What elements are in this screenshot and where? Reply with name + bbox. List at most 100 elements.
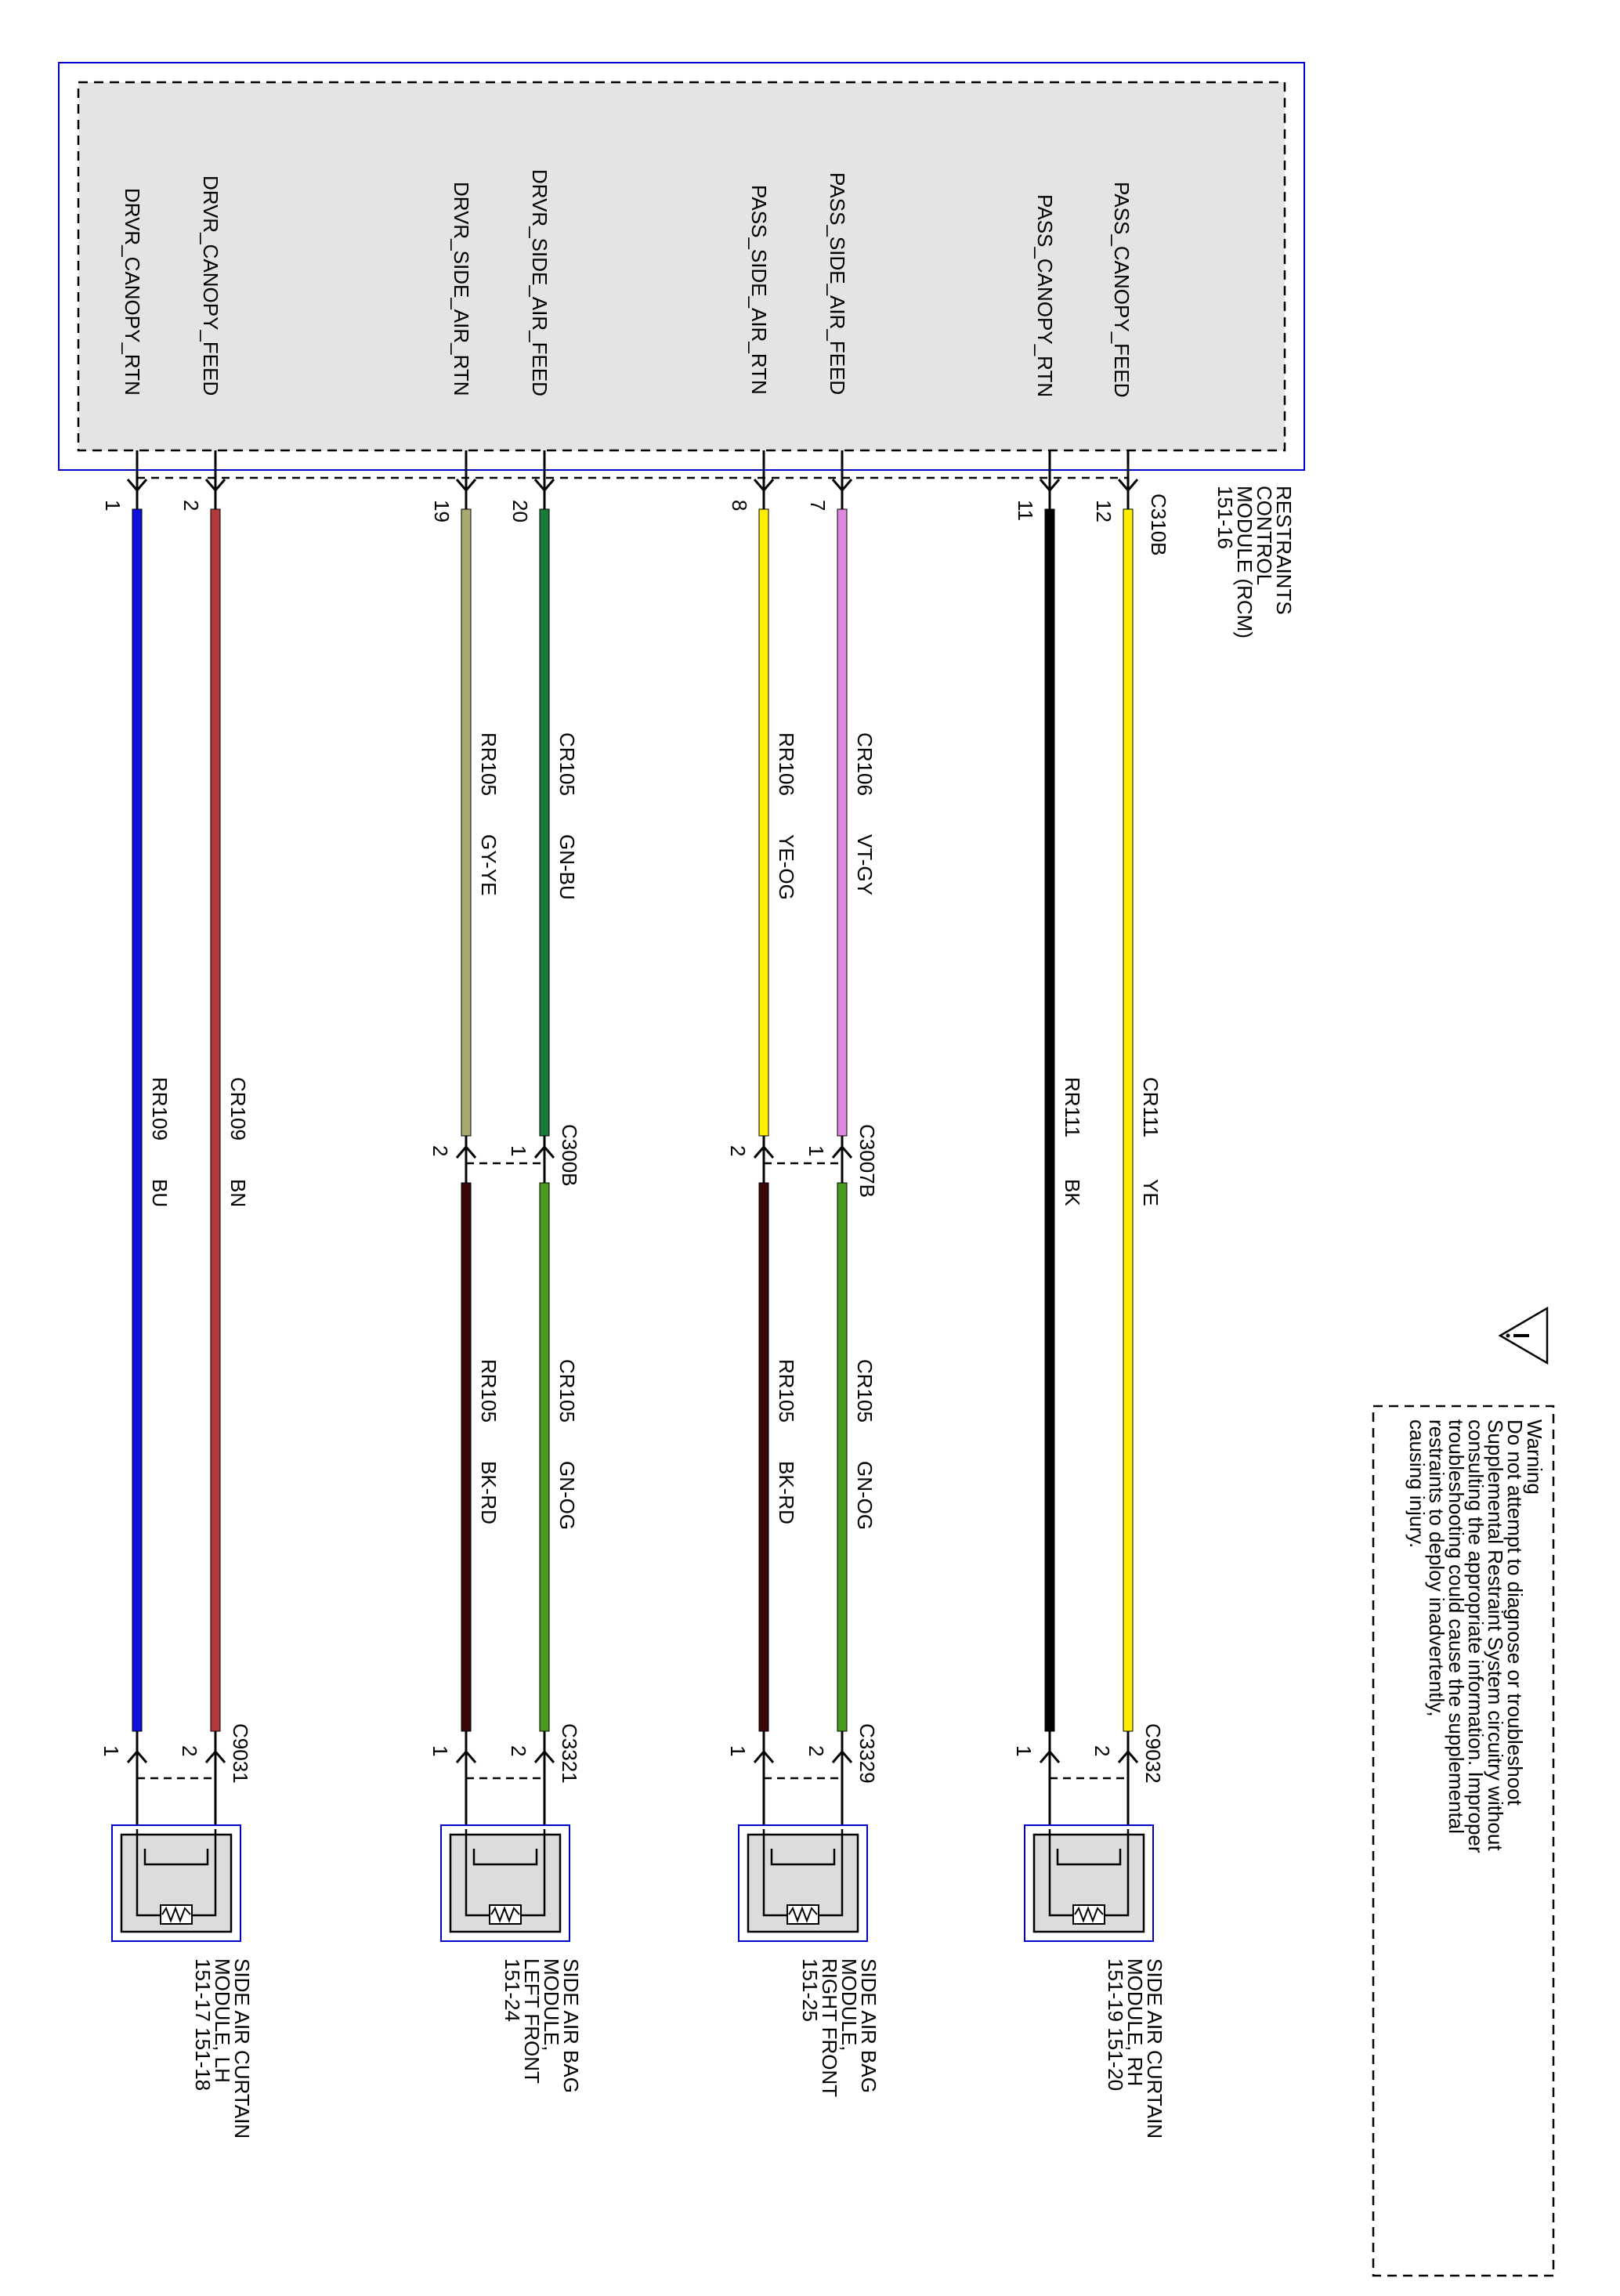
component-connector-name: C9032 bbox=[1141, 1723, 1165, 1784]
warning-line-4: troubleshooting could cause the suppleme… bbox=[1445, 1419, 1468, 1834]
pin-terminal bbox=[533, 450, 555, 509]
component-side-air-curtain-lh: C9031 1 2 SIDE AIR CURTAIN MODULE, LH 15… bbox=[99, 1723, 254, 2139]
component-label-line-3: LEFT FRONT bbox=[520, 1958, 544, 2084]
wire-label-circuit: RR105 bbox=[477, 1359, 501, 1423]
inline-terminal bbox=[753, 1136, 775, 1183]
signal-drvr-side-air-feed: DRVR_SIDE_AIR_FEED bbox=[528, 169, 551, 396]
pin-terminal bbox=[126, 450, 148, 509]
wire-cr105-gn-og bbox=[837, 1182, 848, 1732]
component-label-line-3: 151-17 151-18 bbox=[191, 1958, 215, 2091]
wire-label-circuit: RR105 bbox=[477, 732, 501, 796]
component-label-line-2: MODULE, bbox=[837, 1958, 861, 2051]
inline-pin-rtn: 2 bbox=[726, 1145, 750, 1156]
signal-pass-side-air-feed: PASS_SIDE_AIR_FEED bbox=[826, 172, 849, 395]
component-pin-feed: 2 bbox=[178, 1745, 201, 1756]
airbag-wiring bbox=[1048, 1829, 1130, 1917]
wire-cr111-ye bbox=[1123, 508, 1134, 1732]
warning-line-6: causing injury. bbox=[1405, 1419, 1429, 1548]
wire-label-color: YE bbox=[1139, 1179, 1163, 1206]
rcm-pin-1: 1 bbox=[101, 500, 125, 511]
resistor-zigzag bbox=[788, 1906, 818, 1923]
warning-line-5: restraints to deploy inadvertently, bbox=[1425, 1419, 1448, 1717]
component-terminal bbox=[831, 1731, 853, 1829]
inline-connector-name: C3007B bbox=[855, 1124, 879, 1198]
component-connector-name: C3329 bbox=[855, 1723, 879, 1784]
wire-label-color: GY-YE bbox=[477, 834, 501, 896]
component-terminal bbox=[455, 1731, 477, 1829]
warning-box-border bbox=[1372, 1405, 1555, 2277]
inline-pin-feed: 1 bbox=[805, 1145, 828, 1156]
component-label-line-1: SIDE AIR BAG bbox=[559, 1958, 583, 2093]
wire-label-color: VT-GY bbox=[853, 834, 877, 895]
wire-cr109-bn bbox=[210, 508, 221, 1732]
rcm-pin-20: 20 bbox=[508, 500, 532, 522]
inline-pin-feed: 1 bbox=[507, 1145, 530, 1156]
rcm-name-line-2: CONTROL bbox=[1253, 486, 1276, 585]
resistor-zigzag bbox=[161, 1906, 191, 1923]
pin-terminal bbox=[455, 450, 477, 509]
component-label-line-1: SIDE AIR CURTAIN bbox=[230, 1958, 254, 2139]
rcm-pin-terminals bbox=[126, 450, 1139, 509]
rcm-module-label: RESTRAINTS CONTROL MODULE (RCM) 151-16 bbox=[1213, 486, 1296, 638]
rcm-pin-11: 11 bbox=[1014, 500, 1037, 521]
pin-terminal bbox=[1039, 450, 1061, 509]
wire-cr105-gn-og bbox=[539, 1182, 550, 1732]
pin-terminal bbox=[1117, 450, 1139, 509]
component-label-line-2: MODULE, RH bbox=[1123, 1958, 1147, 2086]
wire-label-color: BK-RD bbox=[477, 1461, 501, 1524]
component-terminal bbox=[204, 1731, 226, 1829]
warning-box: Warning Do not attempt to diagnose or tr… bbox=[1372, 1306, 1555, 2277]
component-terminal bbox=[1117, 1731, 1139, 1829]
wire-label-color: GN-OG bbox=[853, 1461, 877, 1530]
warning-line-2: Supplemental Restraint System circuitry … bbox=[1484, 1419, 1507, 1851]
squib-resistor-icon bbox=[1072, 1904, 1105, 1925]
component-pin-rtn: 1 bbox=[726, 1745, 750, 1756]
signal-drvr-canopy-rtn: DRVR_CANOPY_RTN bbox=[121, 188, 144, 396]
wire-label-color: GN-OG bbox=[555, 1461, 579, 1530]
component-label-line-1: SIDE AIR CURTAIN bbox=[1143, 1958, 1166, 2139]
rcm-pin-2: 2 bbox=[179, 500, 203, 511]
component-pin-feed: 2 bbox=[1090, 1745, 1114, 1756]
wire-label-circuit: RR109 bbox=[148, 1077, 172, 1141]
airbag-wiring bbox=[762, 1829, 844, 1917]
airbag-cup-icon bbox=[1056, 1849, 1122, 1866]
rcm-pin-8: 8 bbox=[728, 500, 751, 511]
rcm-module-body bbox=[77, 81, 1286, 452]
signal-pass-canopy-rtn: PASS_CANOPY_RTN bbox=[1033, 194, 1057, 397]
wire-label-circuit: CR105 bbox=[555, 1359, 579, 1423]
component-side-air-bag-right-front: C3329 1 2 SIDE AIR BAG MODULE, RIGHT FRO… bbox=[726, 1723, 881, 2097]
wire-rr106-ye-og bbox=[758, 508, 769, 1137]
inline-connector-c3007b: C3007B 2 1 bbox=[726, 1124, 879, 1198]
inline-connector-c300b: C300B 2 1 bbox=[429, 1124, 581, 1187]
wire-label-circuit: RR106 bbox=[775, 732, 798, 796]
component-side-air-bag-left-front: C3321 1 2 SIDE AIR BAG MODULE, LEFT FRON… bbox=[429, 1723, 583, 2093]
component-pin-feed: 2 bbox=[507, 1745, 530, 1756]
wire-label-color: BK-RD bbox=[775, 1461, 798, 1524]
rcm-name-line-1: RESTRAINTS bbox=[1272, 486, 1296, 615]
wire-label-circuit: CR105 bbox=[555, 732, 579, 796]
airbag-cup-icon bbox=[770, 1849, 836, 1866]
rcm-connector-c310b: C310B bbox=[1147, 494, 1170, 556]
component-label-line-2: MODULE, LH bbox=[211, 1958, 234, 2083]
wire-label-circuit: RR105 bbox=[775, 1359, 798, 1423]
wire-label-color: YE-OG bbox=[775, 834, 798, 900]
component-terminal bbox=[533, 1731, 555, 1829]
wire-rr111-bk bbox=[1044, 508, 1055, 1732]
squib-resistor-icon bbox=[160, 1904, 193, 1925]
component-label-line-3: 151-19 151-20 bbox=[1104, 1958, 1127, 2091]
rcm-name-line-4: 151-16 bbox=[1213, 486, 1237, 549]
warning-title: Warning bbox=[1523, 1419, 1546, 1495]
wire-rr105-bk-rd bbox=[758, 1182, 769, 1732]
wire-label-circuit: CR109 bbox=[226, 1077, 250, 1141]
component-pin-rtn: 1 bbox=[99, 1745, 123, 1756]
resistor-zigzag bbox=[490, 1906, 520, 1923]
wire-group-upper bbox=[132, 508, 1134, 1732]
pin-terminal bbox=[831, 450, 853, 509]
squib-resistor-icon bbox=[786, 1904, 819, 1925]
wire-rr105-gy-ye bbox=[461, 508, 472, 1137]
wire-label-circuit: CR105 bbox=[853, 1359, 877, 1423]
wire-labels-upper: RR105 GY-YE CR105 GN-BU RR106 YE-OG CR10… bbox=[148, 732, 1163, 1207]
inline-pin-rtn: 2 bbox=[429, 1145, 452, 1156]
wire-cr106-vt-gy bbox=[837, 508, 848, 1137]
